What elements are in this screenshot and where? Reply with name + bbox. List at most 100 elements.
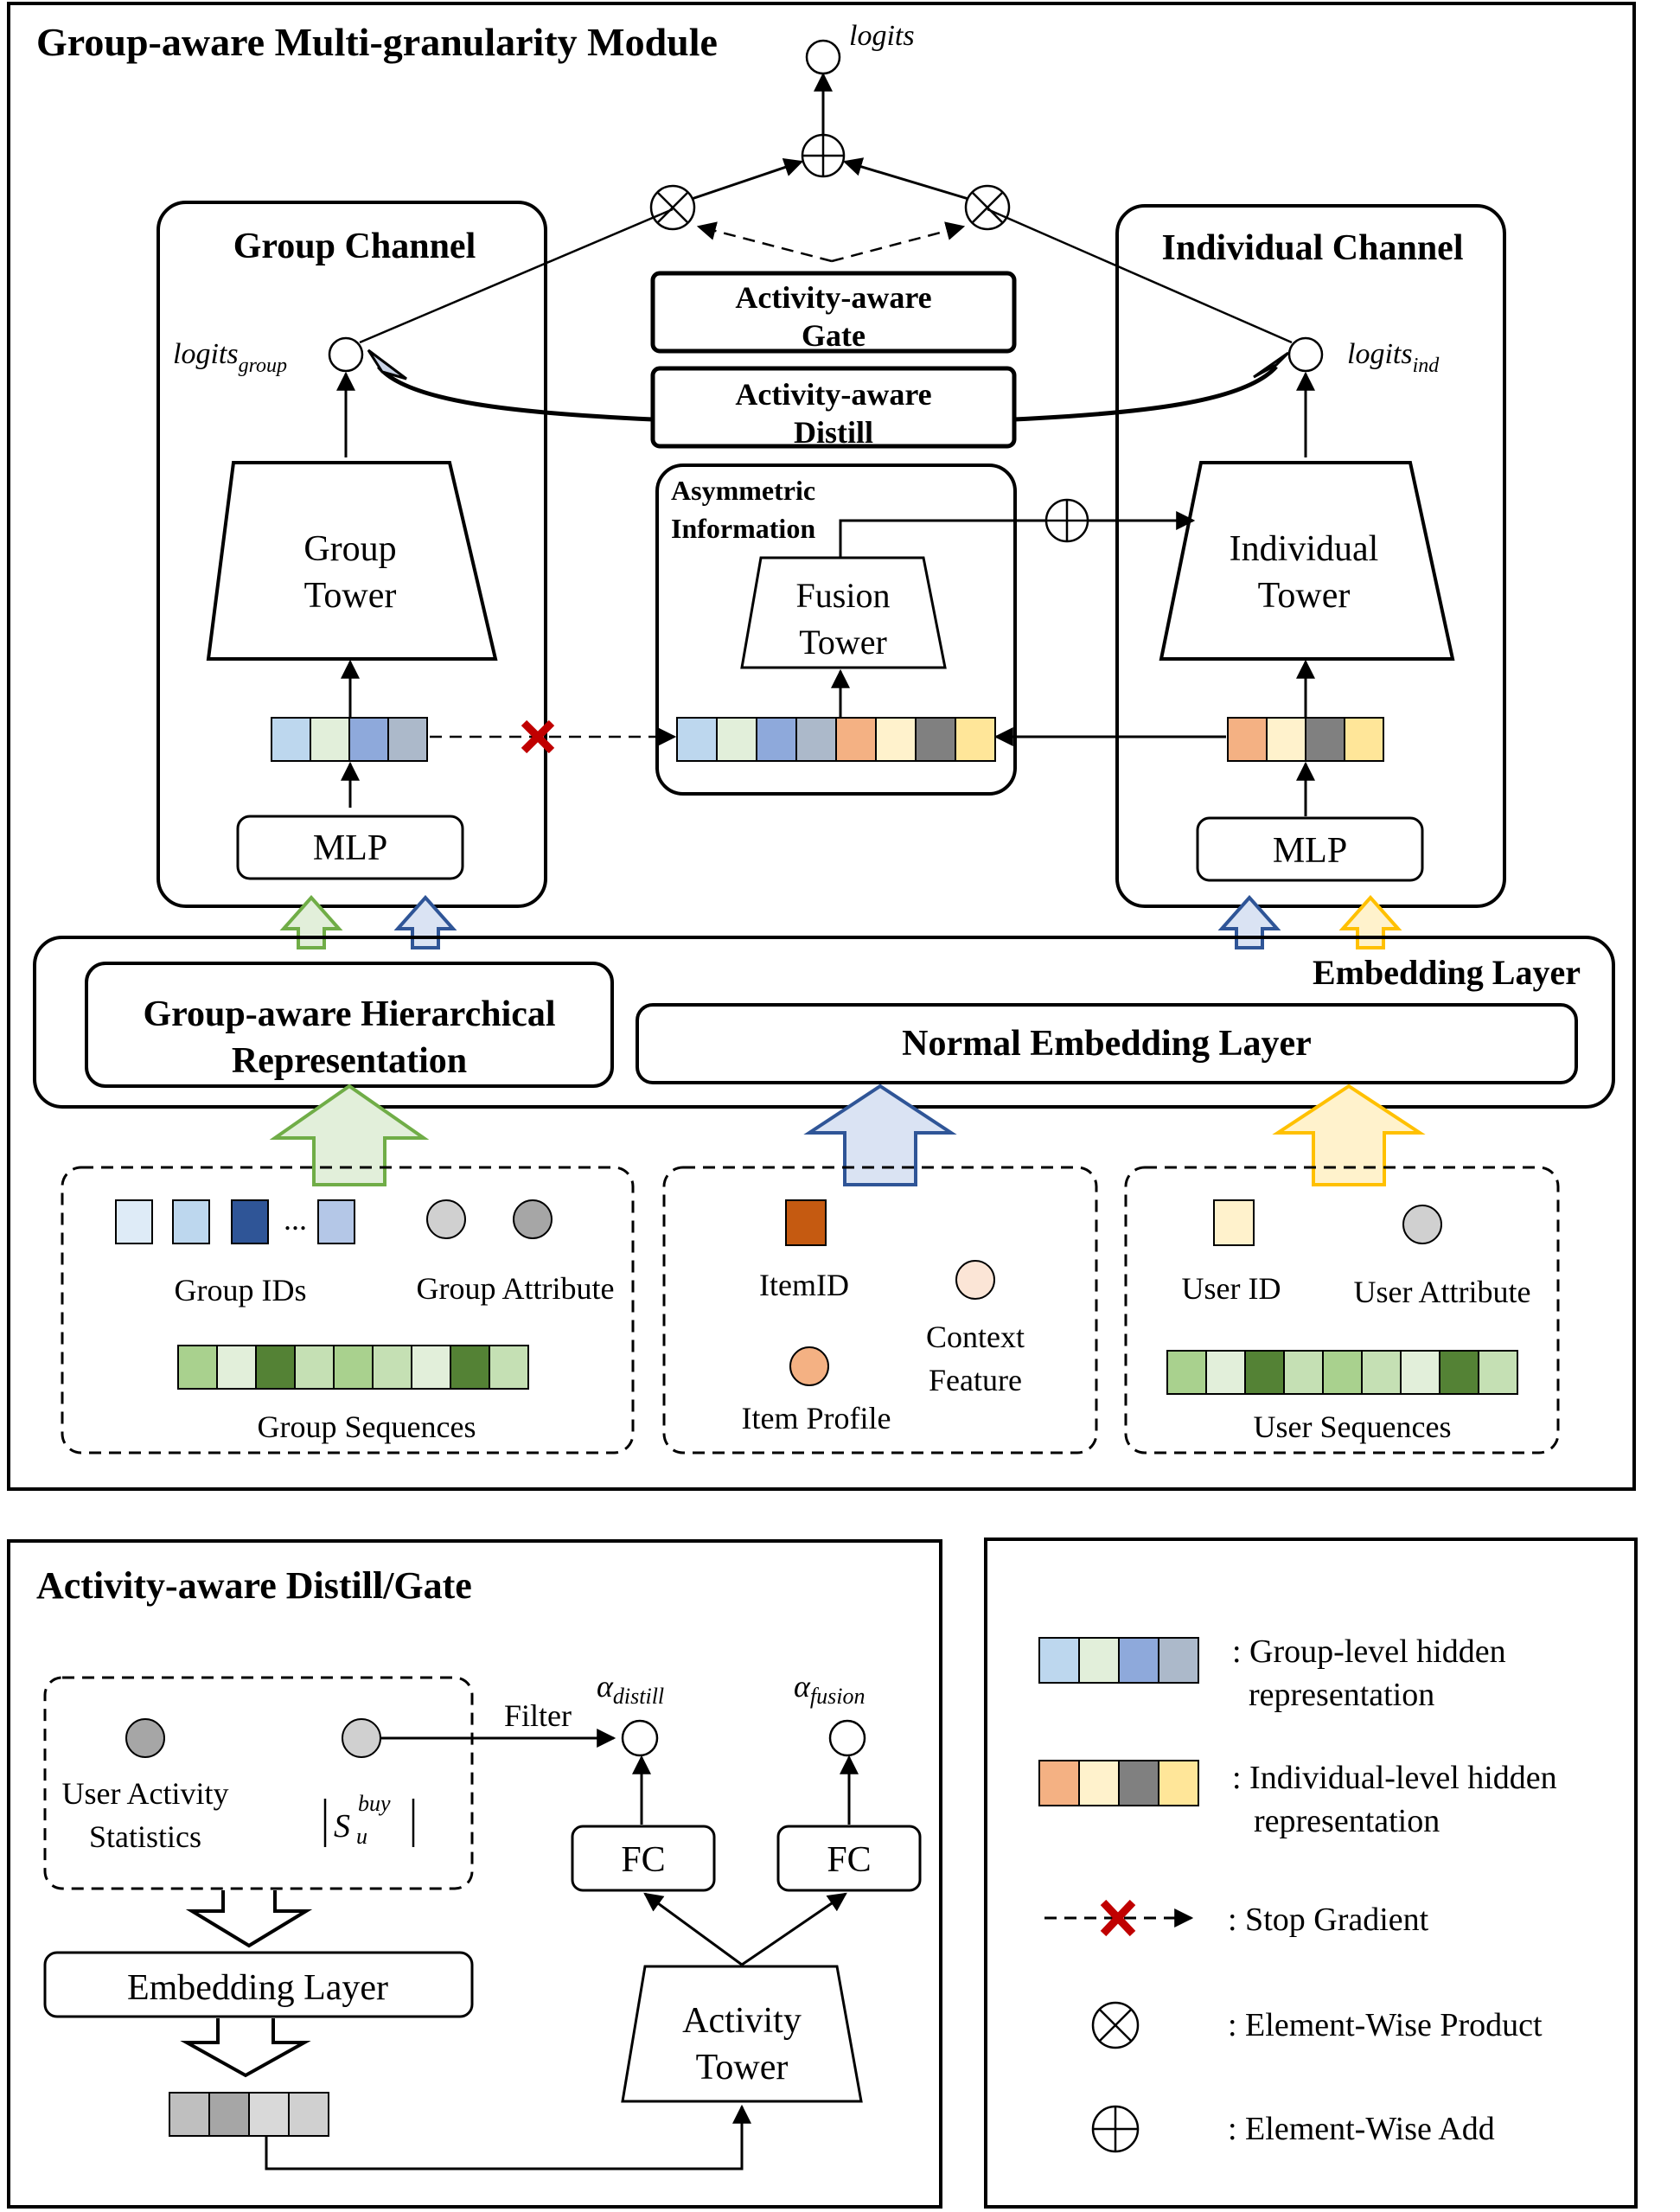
distill-label-1: Activity-aware [735,377,931,412]
group-mlp-label: MLP [313,828,387,868]
group-channel-title: Group Channel [233,227,476,266]
individual-hidden-vector [1227,717,1384,762]
individual-tower [1159,461,1455,661]
legend-add-icon [1091,2105,1140,2153]
group-logits-to-product [359,208,674,344]
legend-group-swatch [1038,1637,1199,1684]
group-id-square-1 [115,1199,153,1244]
fusion-hidden-cell-6 [875,717,917,762]
user-seq-cell-9 [1478,1350,1518,1395]
s-base: S [334,1808,350,1844]
fusion-hidden-cell-8 [955,717,996,762]
item-id-square [785,1199,827,1246]
distill-curve-left [377,365,654,422]
context-circle [955,1260,995,1300]
user-id-square [1213,1199,1255,1246]
ind-hidden-cell-3 [1305,717,1345,762]
distill-arrowhead-right [1253,351,1290,379]
yellow-arrow-small [1338,894,1402,949]
group-seq-cell-4 [294,1345,335,1390]
blue-arrow-small-left [393,894,457,949]
blue-arrow-small-right [1217,894,1281,949]
gate-to-left-product [696,221,833,263]
group-attr-circle-1 [426,1199,466,1239]
activity-tower-label-1: Activity [682,2001,802,2041]
activity-vec-to-tower [265,2104,751,2170]
user-seq-cell-3 [1244,1350,1285,1395]
legend-stop-cross [1100,1899,1136,1937]
user-seq-cell-5 [1322,1350,1363,1395]
group-hidden-vector [271,717,428,762]
ind-hidden-cell-1 [1227,717,1268,762]
alpha-distill-node [621,1719,659,1757]
s-sub: u [356,1824,367,1849]
tower-to-fc1 [643,1892,743,1966]
context-label-2: Feature [929,1363,1022,1397]
group-seq-cell-7 [411,1345,451,1390]
gate-box [650,271,1017,354]
embedding-layer-title: Embedding Layer [1313,953,1581,992]
legend-stop-label: : Stop Gradient [1228,1902,1429,1938]
asymmetric-title-2: Information [671,513,815,544]
group-tower-label-2: Tower [304,576,397,616]
activity-embedding-label: Embedding Layer [127,1968,388,2008]
fc1-box [571,1825,716,1892]
legend-frame [984,1538,1638,2209]
gate-to-right-product [831,221,966,263]
stats-label-2: Statistics [89,1819,201,1854]
group-seq-cell-8 [450,1345,490,1390]
fusion-hidden-cell-2 [716,717,757,762]
group-attribute-label: Group Attribute [417,1271,615,1306]
group-hidden-cell-1 [271,717,311,762]
activity-embedding-box [43,1951,474,2018]
add-node-fusion [1044,498,1089,543]
user-seq-cell-1 [1166,1350,1207,1395]
legend-group-cell-2 [1078,1637,1120,1684]
fusion-tower [740,556,947,669]
logits-node [805,39,841,75]
legend-individual-swatch [1038,1760,1199,1806]
logits-ind-label: logitsind [1347,338,1440,377]
legend-ind-cell-4 [1158,1760,1199,1806]
product-node-left [649,184,696,231]
legend-group-cell-4 [1158,1637,1199,1684]
module-frame [7,2,1636,1491]
group-seq-cell-2 [216,1345,257,1390]
fusion-hidden-cell-5 [835,717,877,762]
ind-logits-to-product [987,208,1293,344]
fusion-hidden-cell-3 [756,717,797,762]
legend-group-label-1: : Group-level hidden [1232,1633,1506,1670]
legend-ind-cell-1 [1038,1760,1080,1806]
hollow-arrow-1 [185,1890,313,1948]
alpha-fusion-label: αfusion [794,1669,865,1709]
product-node-right [964,184,1011,231]
legend-ind-cell-3 [1118,1760,1159,1806]
user-attr-circle [1402,1205,1442,1244]
group-seq-cell-6 [372,1345,412,1390]
logits-group-node [328,336,364,373]
legend-add-label: : Element-Wise Add [1228,2111,1495,2147]
add-node-top [801,133,846,178]
group-seq-cell-1 [177,1345,218,1390]
group-hidden-cell-3 [348,717,389,762]
alpha-distill-label: αdistill [597,1669,664,1709]
logits-label: logits [849,20,915,52]
group-repr-label-2: Representation [232,1041,467,1081]
individual-tower-label-1: Individual [1230,529,1379,569]
distill-label-2: Distill [794,415,873,450]
group-sequence-vector [177,1345,529,1390]
group-attr-circle-2 [513,1199,553,1239]
group-id-dots: ... [284,1202,307,1237]
fusion-tower-label-2: Tower [799,623,887,662]
group-id-square-4 [317,1199,355,1244]
s-sup: buy [358,1791,391,1816]
group-sequences-label: Group Sequences [258,1410,476,1444]
fc1-label: FC [621,1840,665,1880]
user-seq-cell-7 [1400,1350,1440,1395]
user-sequence-vector [1166,1350,1518,1395]
activity-tower [621,1965,863,2103]
tower-to-fc2 [741,1892,847,1966]
green-arrow-big [269,1084,430,1186]
activity-hidden-vector [169,2092,329,2137]
fusion-hidden-cell-1 [676,717,718,762]
